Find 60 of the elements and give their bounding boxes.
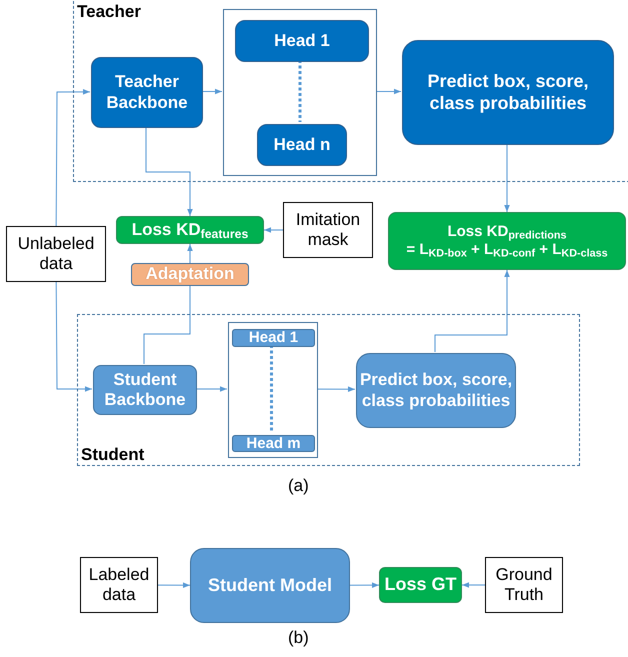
- input-box: [283, 202, 373, 258]
- loss-box: [388, 212, 626, 270]
- node-label: Student Backbone: [103, 370, 187, 410]
- panel-caption: (b): [288, 628, 309, 648]
- process-box: [93, 365, 197, 415]
- process-box: [91, 57, 203, 128]
- node-label: Head n: [274, 134, 330, 156]
- node-label: Adaptation: [146, 264, 234, 285]
- process-box: [356, 353, 516, 428]
- arrow: [376, 88, 402, 94]
- group-region: [73, 0, 628, 182]
- node-label: Ground Truth: [494, 564, 554, 606]
- arrow: [146, 126, 193, 216]
- input-box: [485, 557, 563, 613]
- node-label: Predict box, score, class probabilities: [426, 70, 590, 114]
- node-label: Imitation mask: [294, 210, 362, 250]
- process-box: [235, 20, 369, 62]
- connector-line: [144, 286, 190, 364]
- formula-text: = L$_{KD-box}$ + L$_{KD-conf}$ + L$_{KD-class}$: [406, 241, 608, 259]
- node-label: Head 1: [274, 30, 330, 52]
- arrow: [462, 582, 486, 588]
- arrow: [350, 582, 380, 588]
- input-box: [6, 226, 106, 282]
- node-label: Predict box, score, class probabilities: [358, 370, 514, 411]
- process-box: [232, 329, 315, 347]
- heads-container: [223, 9, 377, 176]
- node-label: Loss KD$_{features}$: [132, 220, 248, 240]
- node-label: Head 1: [248, 329, 298, 347]
- heads-container: [228, 322, 318, 458]
- process-box: [190, 548, 350, 623]
- node-label: Loss GT: [384, 574, 456, 596]
- node-label: Student Model: [208, 574, 332, 596]
- group-title: Teacher: [77, 2, 141, 22]
- node-label: Unlabeled data: [16, 234, 96, 274]
- loss-box: [116, 216, 264, 244]
- connector-line: [298, 60, 302, 122]
- node-label: Head m: [246, 434, 301, 452]
- loss-box: [379, 567, 462, 603]
- arrow: [187, 244, 193, 264]
- arrow: [504, 144, 510, 212]
- arrow: [56, 89, 90, 226]
- node-label: Loss KD$_{predictions}$: [447, 223, 567, 241]
- panel-caption: (a): [288, 476, 309, 496]
- process-box: [232, 435, 315, 452]
- arrow: [434, 270, 510, 352]
- connector-line: [270, 345, 273, 433]
- arrow: [316, 386, 356, 392]
- process-box: [131, 263, 249, 286]
- arrow: [196, 386, 228, 392]
- arrow: [56, 282, 92, 392]
- arrow: [158, 582, 190, 588]
- process-box: [257, 124, 347, 166]
- group-region: [77, 314, 580, 466]
- node-label: Labeled data: [88, 564, 150, 606]
- process-box: [402, 40, 614, 145]
- group-title: Student: [81, 444, 144, 465]
- arrow: [264, 227, 284, 233]
- input-box: [80, 557, 158, 613]
- node-label: Teacher Backbone: [105, 72, 189, 113]
- arrow: [202, 88, 222, 94]
